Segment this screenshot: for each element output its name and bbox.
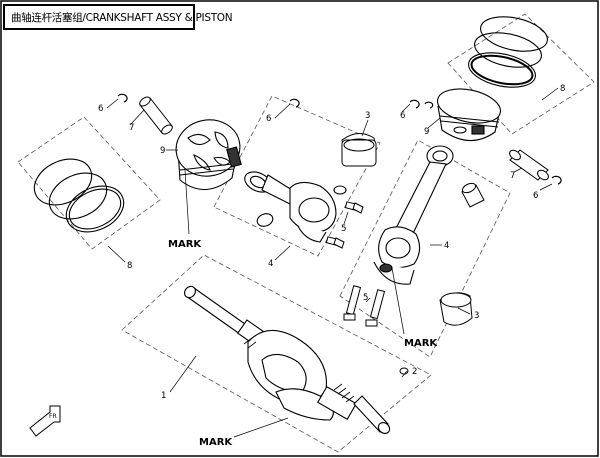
- mark-crankshaft: MARK: [199, 437, 233, 448]
- callout-7-a: 7: [129, 123, 134, 133]
- left-piston-rings: [33, 158, 125, 233]
- left-piston: [175, 119, 242, 191]
- callout-3-b: 3: [474, 311, 479, 321]
- callout-8-b: 8: [560, 84, 565, 94]
- crankshaft: [184, 285, 391, 434]
- clip-middle: [289, 98, 300, 108]
- right-rings-box: [447, 13, 595, 135]
- right-connecting-rod: [373, 145, 454, 285]
- right-piston-pin: [509, 149, 549, 181]
- right-clip-bottom: [551, 175, 562, 185]
- left-piston-pin: [139, 96, 173, 135]
- callout-5-a: 5: [341, 224, 346, 234]
- left-rod-box: [213, 95, 381, 257]
- mark-labels: MARK MARK MARK: [168, 239, 438, 448]
- callout-6-b: 6: [266, 114, 271, 124]
- callout-9-a: 9: [160, 146, 165, 156]
- right-rod-box: [339, 139, 511, 358]
- callout-6-d: 6: [533, 191, 538, 201]
- right-piston-rings: [468, 16, 548, 88]
- crankshaft-box: [121, 254, 432, 453]
- callout-2: 2: [412, 367, 417, 377]
- left-rod-bearing: [341, 133, 377, 167]
- front-indicator-label: FR: [49, 413, 57, 420]
- leader-lines: [106, 87, 559, 438]
- callout-4-a: 4: [268, 259, 273, 269]
- callout-numbers: 6 7 9 8 6 3 5 4 6 9 8 7 6 4 3 5 2 1: [98, 84, 565, 401]
- right-rod-bolts: [343, 285, 386, 327]
- diagram-title: 曲轴连杆活塞组/CRANKSHAFT ASSY & PISTON: [11, 11, 233, 24]
- callout-4-b: 4: [444, 241, 449, 251]
- callout-5-b: 5: [363, 293, 368, 303]
- callout-6-c: 6: [400, 111, 405, 121]
- callout-3-a: 3: [365, 111, 370, 121]
- right-rod-bearing: [439, 292, 473, 326]
- callout-7-b: 7: [510, 171, 515, 181]
- title-box: 曲轴连杆活塞组/CRANKSHAFT ASSY & PISTON: [3, 4, 233, 30]
- right-clip-top: [409, 99, 420, 109]
- left-connecting-rod: [244, 171, 347, 243]
- callout-6-a: 6: [98, 104, 103, 114]
- callout-8-a: 8: [127, 261, 132, 271]
- left-rod-bolts: [325, 201, 364, 249]
- callout-1: 1: [161, 391, 166, 401]
- right-piston: [424, 88, 502, 142]
- left-clip-1: [117, 93, 128, 103]
- callout-9-b: 9: [424, 127, 429, 137]
- front-arrow-icon: FR: [29, 405, 61, 437]
- mark-left-piston: MARK: [168, 239, 202, 250]
- mark-right-rod: MARK: [404, 338, 438, 349]
- right-small-end-bushing: [461, 182, 485, 208]
